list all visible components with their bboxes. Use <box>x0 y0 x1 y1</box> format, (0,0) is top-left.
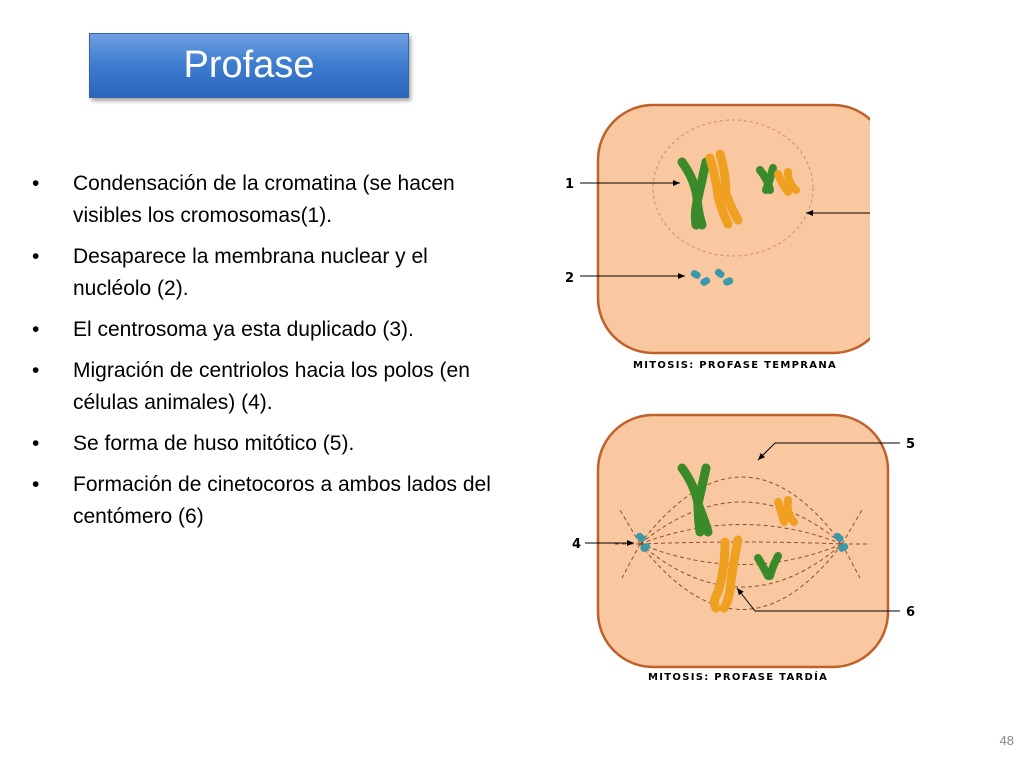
figure-caption-early: MITOSIS: PROFASE TEMPRANA <box>633 360 837 371</box>
page-number: 48 <box>999 733 1014 748</box>
callout-1: 1 <box>565 177 574 192</box>
bullet-item: • Formación de cinetocoros a ambos lados … <box>32 469 502 533</box>
bullet-text: Migración de centriolos hacia los polos … <box>73 359 470 414</box>
slide-title-text: Profase <box>183 44 315 86</box>
cell-body <box>596 103 870 355</box>
bullet-text: Formación de cinetocoros a ambos lados d… <box>73 473 491 528</box>
bullet-text: Se forma de huso mitótico (5). <box>73 432 355 455</box>
bullet-mark: • <box>32 432 40 455</box>
spindle-fibers <box>615 476 867 610</box>
bullet-mark: • <box>32 359 40 382</box>
callout-6-arrow <box>736 587 900 612</box>
slide-title: Profase <box>89 33 409 98</box>
early-prophase-figure: 1 2 3 MITOSIS: PROFASE TEMPRANA <box>565 103 870 371</box>
bullet-item: • Migración de centriolos hacia los polos… <box>32 355 502 419</box>
cell-body <box>596 413 890 669</box>
bullet-text: Desaparece la membrana nuclear y el nucl… <box>73 245 428 300</box>
callout-5: 5 <box>906 437 915 452</box>
bullet-item: • El centrosoma ya esta duplicado (3). <box>32 314 502 346</box>
chromosomes <box>677 463 798 613</box>
callout-2: 2 <box>565 271 574 286</box>
centrioles <box>690 268 734 286</box>
centrioles <box>635 532 849 552</box>
callout-6: 6 <box>906 605 915 620</box>
bullet-item: • Se forma de huso mitótico (5). <box>32 428 502 460</box>
figure-caption-late: MITOSIS: PROFASE TARDÍA <box>648 670 828 683</box>
chromosomes <box>677 149 800 230</box>
nuclear-membrane <box>652 119 814 257</box>
callout-4: 4 <box>572 537 581 552</box>
bullet-mark: • <box>32 318 40 341</box>
bullet-mark: • <box>32 473 40 496</box>
late-prophase-figure: 4 5 6 MITOSIS: PROFASE TARDÍA <box>572 413 915 683</box>
bullet-text: El centrosoma ya esta duplicado (3). <box>73 318 414 341</box>
bullet-mark: • <box>32 172 40 195</box>
bullet-mark: • <box>32 245 40 268</box>
bullet-text: Condensación de la cromatina (se hacen v… <box>73 172 455 227</box>
callout-5-arrow <box>757 442 900 461</box>
bullet-list: • Condensación de la cromatina (se hacen … <box>32 168 502 542</box>
bullet-item: • Condensación de la cromatina (se hacen … <box>32 168 502 232</box>
bullet-item: • Desaparece la membrana nuclear y el nuc… <box>32 241 502 305</box>
